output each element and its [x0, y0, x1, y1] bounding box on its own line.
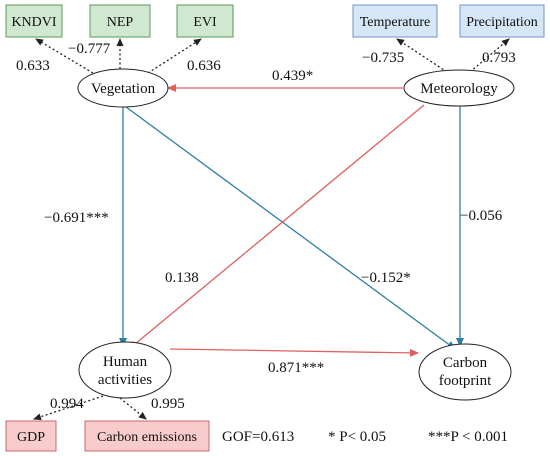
indicator-box-precipitation: Precipitation	[459, 4, 545, 38]
latent-node-vegetation: Vegetation	[77, 68, 169, 108]
latent-node-carbon-footprint: Carbon footprint	[418, 343, 512, 401]
latent-label-human-line1: Human	[103, 354, 148, 370]
loading-arrow-kndvi	[35, 38, 94, 74]
path-coef-human-to-carbon: 0.871***	[268, 360, 324, 376]
loading-arrow-evi	[147, 38, 202, 74]
indicator-label-kndvi: KNDVI	[11, 15, 56, 30]
indicator-box-temperature: Temperature	[352, 4, 438, 38]
loading-value-gdp: 0.994	[50, 396, 84, 412]
indicator-box-evi: EVI	[176, 4, 234, 38]
indicator-label-carbon-emissions: Carbon emissions	[97, 430, 197, 445]
footer-gof: GOF=0.613	[222, 429, 294, 445]
indicator-label-temperature: Temperature	[360, 15, 431, 30]
path-arrow-human-to-carbon	[169, 348, 419, 357]
footer-p05: * P< 0.05	[328, 429, 386, 445]
indicator-label-nep: NEP	[107, 15, 134, 30]
path-coef-met-to-carbon: −0.056	[460, 208, 503, 224]
path-coef-met-to-human: 0.138	[165, 270, 199, 286]
latent-node-meteorology: Meteorology	[403, 69, 515, 107]
loading-arrow-temperature	[396, 38, 448, 73]
indicator-label-precipitation: Precipitation	[466, 15, 538, 30]
latent-label-carbon-line2: footprint	[439, 373, 492, 389]
latent-label-human-line2: activities	[98, 372, 152, 388]
loading-arrow-carbon-emissions	[119, 397, 147, 420]
indicator-box-kndvi: KNDVI	[5, 4, 63, 38]
loading-value-carbon-emissions: 0.995	[151, 396, 185, 412]
latent-node-human-activities: Human activities	[78, 341, 172, 399]
indicator-label-gdp: GDP	[17, 430, 45, 445]
footer-p001: ***P < 0.001	[428, 429, 508, 445]
loading-value-temperature: −0.735	[362, 50, 404, 66]
indicator-box-carbon-emissions: Carbon emissions	[84, 420, 210, 452]
loading-value-kndvi: 0.633	[16, 58, 50, 74]
loading-value-nep: −0.777	[68, 41, 111, 57]
path-coef-veg-to-carbon: −0.152*	[361, 270, 411, 286]
indicator-box-gdp: GDP	[5, 420, 57, 452]
path-coef-veg-to-human: −0.691***	[44, 210, 109, 226]
loading-value-evi: 0.636	[187, 58, 221, 74]
loading-arrow-gdp	[33, 395, 104, 421]
latent-label-vegetation: Vegetation	[91, 81, 156, 97]
path-arrow-met-to-human	[128, 104, 425, 350]
latent-label-meteorology: Meteorology	[420, 81, 498, 97]
path-coef-met-to-veg: 0.439*	[272, 68, 313, 84]
loading-value-precipitation: 0.793	[482, 50, 516, 66]
path-arrow-veg-to-carbon	[125, 106, 456, 350]
indicator-box-nep: NEP	[89, 4, 151, 38]
latent-label-carbon-line1: Carbon	[443, 355, 488, 371]
indicator-label-evi: EVI	[193, 15, 217, 30]
